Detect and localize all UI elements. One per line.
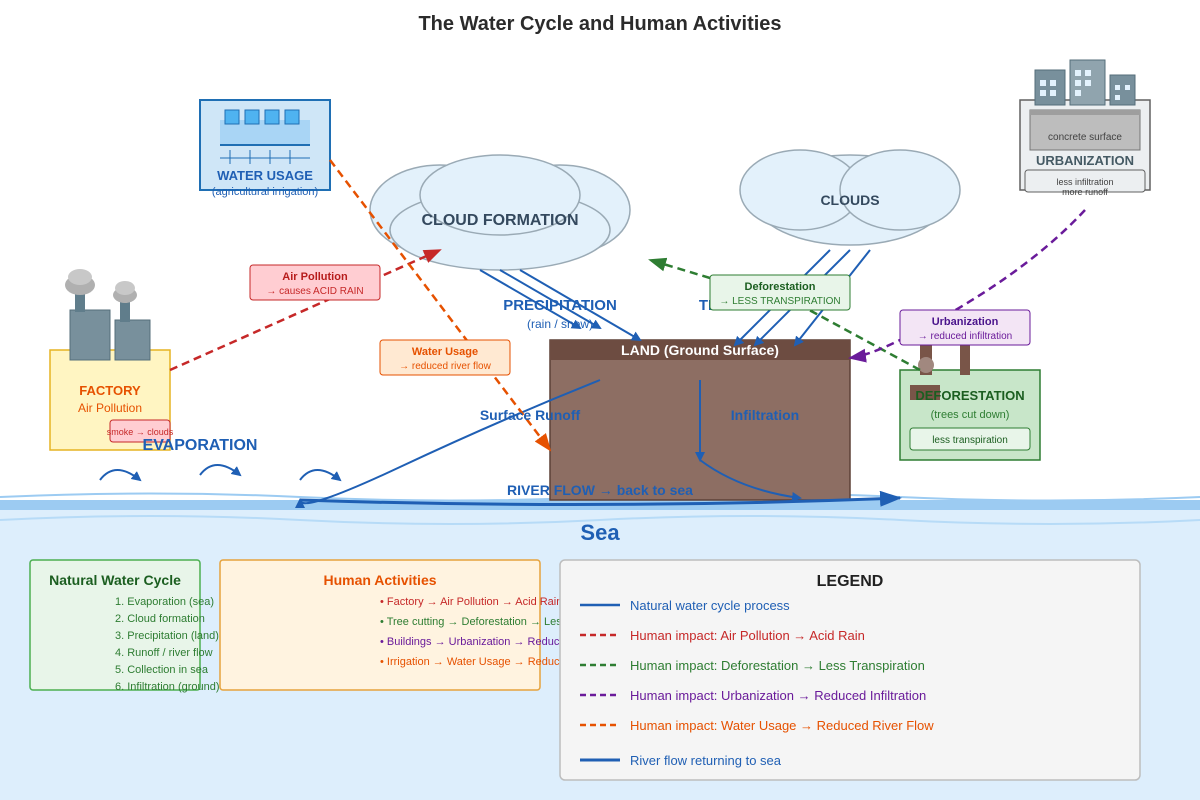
water-usage-title: WATER USAGE <box>217 168 313 183</box>
callout-air-pollution: Air Pollution → causes ACID RAIN <box>249 264 381 301</box>
natural-cycle-title: Natural Water Cycle <box>49 572 181 588</box>
natural-cycle-item: 1. Evaporation (sea) <box>115 596 214 608</box>
callout-deforestation-title: Deforestation <box>745 281 816 293</box>
legend-label: Natural water cycle process <box>630 598 790 613</box>
infiltration-to-sea-arrow <box>699 459 802 502</box>
deforestation-transpiration-arrow <box>648 257 711 280</box>
infiltration-label: Infiltration <box>731 407 799 423</box>
river-flow-label: RIVER FLOW → back to sea <box>507 482 693 498</box>
legend-label: River flow returning to sea <box>630 753 782 768</box>
deforestation-note: less transpiration <box>932 435 1008 446</box>
precipitation-sublabel: (rain / snow) <box>527 317 593 331</box>
human-activities-title: Human Activities <box>323 572 436 588</box>
human-activity-item: • Factory → Air Pollution → Acid Rain <box>380 596 562 608</box>
evaporation-arrows <box>99 464 342 482</box>
natural-cycle-item: 5. Collection in sea <box>115 664 209 676</box>
legend-label: Human impact: Water Usage → Reduced Rive… <box>630 718 934 733</box>
clouds: CLOUDS <box>739 149 961 246</box>
diagram-title: The Water Cycle and Human Activities <box>418 13 781 35</box>
legend-panel: LEGEND Natural water cycle processHuman … <box>559 559 1141 781</box>
surface-runoff-label: Surface Runoff <box>480 407 581 423</box>
human-activities-panel: Human Activities • Factory → Air Polluti… <box>219 559 634 691</box>
water-usage-node: WATER USAGE (agricultural irrigation) <box>199 99 331 198</box>
precipitation-arrows <box>479 269 642 342</box>
legend-title: LEGEND <box>817 573 884 590</box>
natural-cycle-item: 3. Precipitation (land) <box>115 630 219 642</box>
deforestation-node: DEFORESTATION (trees cut down) less tran… <box>899 345 1041 461</box>
callout-deforestation: Deforestation → LESS TRANSPIRATION <box>709 274 851 311</box>
natural-cycle-item: 2. Cloud formation <box>115 613 205 625</box>
surface-runoff-arrow <box>295 379 601 509</box>
urbanization-note-1: less infiltration <box>1056 177 1113 187</box>
air-pollution-arrow <box>169 248 442 372</box>
sea-label: Sea <box>580 520 620 545</box>
water-usage-arrow <box>329 159 552 452</box>
natural-cycle-item: 4. Runoff / river flow <box>115 647 213 659</box>
urbanization-title: URBANIZATION <box>1036 153 1134 168</box>
evaporation-label: EVAPORATION <box>143 437 258 454</box>
factory-subtitle: Air Pollution <box>78 401 142 415</box>
callout-urbanization: Urbanization → reduced infiltration <box>899 309 1031 346</box>
natural-cycle-item: 6. Infiltration (ground) <box>115 681 220 693</box>
callout-water-usage: Water Usage → reduced river flow <box>379 339 511 376</box>
river-flow-arrow <box>299 490 902 507</box>
callout-air-pollution-text: → causes ACID RAIN <box>266 286 363 297</box>
urbanization-node: concrete surface URBANIZATION less infil… <box>1019 59 1151 197</box>
cloud-formation: CLOUD FORMATION <box>369 154 631 271</box>
cloud-formation-label: CLOUD FORMATION <box>421 212 578 229</box>
deforestation-link-line <box>799 303 921 372</box>
callout-urbanization-text: → reduced infiltration <box>918 331 1013 342</box>
legend-label: Human impact: Air Pollution → Acid Rain <box>630 628 865 643</box>
legend-label: Human impact: Urbanization → Reduced Inf… <box>630 688 926 703</box>
factory-node: FACTORY Air Pollution smoke → clouds <box>49 269 174 451</box>
callout-water-usage-title: Water Usage <box>412 346 478 358</box>
legend-label: Human impact: Deforestation → Less Trans… <box>630 658 925 673</box>
urbanization-arrow <box>848 209 1086 363</box>
deforestation-subtitle: (trees cut down) <box>931 409 1010 421</box>
callout-deforestation-text: → LESS TRANSPIRATION <box>719 296 840 307</box>
natural-cycle-panel: Natural Water Cycle 1. Evaporation (sea)… <box>29 559 220 693</box>
callout-air-pollution-title: Air Pollution <box>282 271 348 283</box>
wave-line-bottom <box>0 515 1200 525</box>
factory-note: smoke → clouds <box>107 427 174 437</box>
water-usage-subtitle: (agricultural irrigation) <box>212 186 318 198</box>
urbanization-concrete-label: concrete surface <box>1048 132 1122 143</box>
clouds-label: CLOUDS <box>820 192 879 208</box>
precipitation-label: PRECIPITATION <box>503 297 617 314</box>
factory-title: FACTORY <box>79 383 141 398</box>
callout-water-usage-text: → reduced river flow <box>399 361 491 372</box>
callout-urbanization-title: Urbanization <box>932 316 999 328</box>
urbanization-note-2: more runoff <box>1062 187 1108 197</box>
deforestation-title: DEFORESTATION <box>915 388 1024 403</box>
